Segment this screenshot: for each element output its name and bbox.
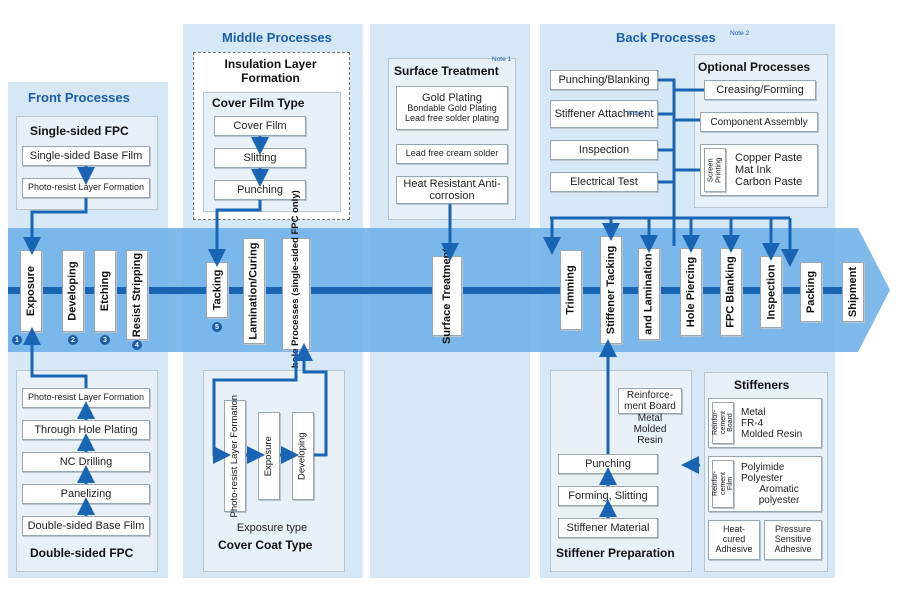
exposure-type-label: Exposure type	[236, 521, 308, 534]
stiffener-prep-title: Stiffener Preparation	[556, 546, 675, 560]
step-number-4: 4	[132, 340, 142, 350]
surface-treatment-step: Surface Treatment	[432, 248, 462, 344]
step-number-3: 3	[100, 335, 110, 345]
cover-coat-title: Cover Coat Type	[218, 538, 313, 552]
cream-solder: Lead free cream solder	[396, 144, 508, 164]
optional-title: Optional Processes	[698, 60, 811, 74]
stiffeners-title: Stiffeners	[734, 378, 790, 392]
front-processes-title: Front Processes	[28, 90, 130, 105]
step-number-2: 2	[68, 335, 78, 345]
packing-step: Packing	[800, 262, 822, 322]
double-sided-base-film: Double-sided Base Film	[22, 516, 150, 536]
guide-hole-step: Guide-hole Processes (single-sided FPC o…	[282, 190, 310, 398]
surface-note: Note 1	[492, 56, 512, 63]
pressure-sensitive-adhesive: Pressure Sensitive Adhesive	[764, 520, 822, 560]
fpc-blanking-step: FPC Blanking	[720, 248, 742, 336]
trimming-step: Trimming	[560, 250, 582, 330]
double-sided-title: Double-sided FPC	[30, 546, 134, 560]
photo-resist-single: Photo-resist Layer Formation	[22, 178, 150, 198]
creasing-forming: Creasing/Forming	[704, 80, 816, 100]
hole-piercing-step: Hole Piercing	[680, 248, 702, 336]
inspection-step: Inspection	[760, 256, 782, 328]
etching-step: Etching	[94, 250, 116, 332]
lamination-curing-step: Lamination/Curing	[243, 238, 265, 344]
panelizing: Panelizing	[22, 484, 150, 504]
resist-stripping-step: Resist Stripping	[126, 250, 148, 340]
through-hole-plating: Through Hole Plating	[22, 420, 150, 440]
reinforcement-materials: Metal Molded Resin	[633, 412, 667, 446]
heat-cured-adhesive: Heat-cured Adhesive	[708, 520, 760, 560]
film-materials: Polyimide Polyester Aromatic polyester	[738, 458, 820, 510]
prep-stiffener-material: Stiffener Material	[558, 518, 658, 538]
screen-items: Copper Paste Mat Ink Carbon Paste	[732, 148, 812, 192]
cc-exposure: Exposure	[258, 412, 280, 500]
middle-processes-title: Middle Processes	[222, 30, 332, 45]
single-sided-title: Single-sided FPC	[30, 124, 129, 138]
shipment-step: Shipment	[842, 262, 864, 322]
exposure-step: Exposure	[20, 250, 42, 332]
plating-options: Gold Plating Bondable Gold Plating Lead …	[396, 86, 508, 130]
slitting-step: Slitting	[214, 148, 306, 168]
developing-step: Developing	[62, 250, 84, 332]
stiffener-note: Note 3	[628, 110, 648, 117]
cc-developing: Developing	[292, 412, 314, 500]
step-number-1: 1	[12, 335, 22, 345]
step-number-5: 5	[212, 322, 222, 332]
board-label: Reinfor-cement Board	[711, 402, 734, 444]
nc-drilling: NC Drilling	[22, 452, 150, 472]
electrical-test: Electrical Test	[550, 172, 658, 192]
film-label: Reinfor-cement Film	[711, 460, 734, 508]
insulation-title: Insulation Layer Formation	[224, 57, 317, 85]
board-materials: Metal FR-4 Molded Resin	[738, 400, 820, 446]
screen-printing-label: Screen Printing	[704, 148, 726, 192]
photo-resist-double: Photo-resist Layer Formation	[22, 388, 150, 408]
back-note: Note 2	[730, 30, 750, 37]
stiffener-attachment: Stiffener Attachment	[550, 100, 658, 128]
prep-punching: Punching	[558, 454, 658, 474]
single-sided-base-film: Single-sided Base Film	[22, 146, 150, 166]
punching-blanking: Punching/Blanking	[550, 70, 658, 90]
cover-film-step: Cover Film	[214, 116, 306, 136]
stiffener-tacking-step: Stiffener Tacking	[600, 236, 622, 344]
cc-photo-resist: Photo-resist Layer Formation	[224, 395, 246, 517]
prep-forming-slitting: Forming, Slitting	[558, 486, 658, 506]
reinforcement-board-small: Reinforce-ment Board	[618, 388, 682, 414]
inspection-top: Inspection	[550, 140, 658, 160]
lamination-step: and Lamination	[638, 248, 660, 340]
cover-film-title: Cover Film Type	[212, 96, 305, 110]
component-assembly: Component Assembly	[700, 112, 818, 132]
tacking-step: Tacking	[206, 262, 228, 318]
heat-resistant: Heat Resistant Anti-corrosion	[396, 176, 508, 204]
back-processes-title: Back Processes	[616, 30, 716, 45]
surface-title: Surface Treatment	[394, 64, 499, 78]
